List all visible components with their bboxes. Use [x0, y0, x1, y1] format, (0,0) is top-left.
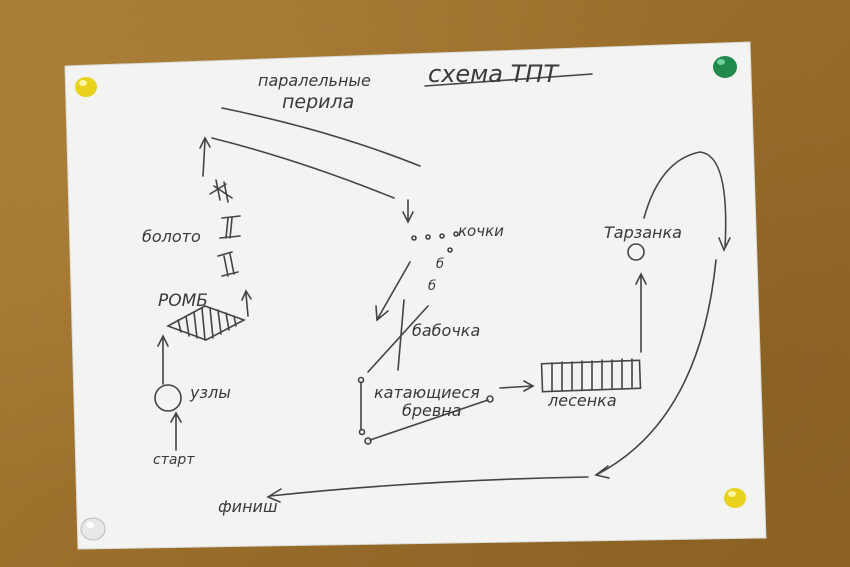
rhombus-to-swamp-arrow [241, 289, 252, 317]
swamp-mark-2 [219, 215, 241, 239]
knots-to-rhombus-arrow [157, 334, 169, 385]
tarzanka-label: Тарзанка [604, 223, 682, 242]
rhombus-shape [166, 305, 246, 341]
logs-end-left [364, 437, 372, 445]
start-label: старт [153, 452, 195, 468]
rhombus-hatching [177, 307, 237, 341]
knots-label: узлы [189, 383, 231, 402]
tarzanka-loop-arrow [643, 151, 731, 252]
logs-end-right [486, 395, 494, 403]
bump-1 [411, 235, 417, 241]
butterfly-line-2 [367, 305, 429, 373]
parallel-label-2: перила [282, 91, 354, 113]
logs-left-bottom [358, 428, 366, 436]
ladder-to-tarzanka-arrow [635, 272, 647, 353]
logs-label-2: бревна [402, 401, 462, 420]
parallel-rail-bottom [211, 137, 395, 199]
bump-b1-label: б [436, 257, 444, 272]
start-arrow [170, 411, 182, 451]
swamp-mark-3 [217, 251, 239, 277]
pin-bottom-right [724, 488, 746, 508]
finish-arrow [266, 476, 589, 503]
pin-bottom-left [80, 517, 106, 541]
title-underline [424, 73, 593, 87]
rails-to-bumps-arrow [402, 199, 414, 224]
logs-diagonal [369, 399, 489, 441]
bumps-label: кочки [458, 222, 504, 240]
bump-4 [453, 231, 459, 237]
pin-top-left [75, 77, 97, 97]
bumps-to-butterfly-arrow [375, 261, 411, 322]
swamp-label: болото [142, 227, 201, 246]
knots-circle [154, 384, 182, 412]
parallel-rail-top [221, 107, 421, 167]
scheme-title: схема ТПТ [428, 60, 560, 88]
butterfly-label: бабочка [412, 321, 480, 340]
paper-sheet [64, 41, 767, 550]
swamp-mark-1 [209, 179, 233, 203]
logs-to-ladder-arrow [499, 380, 535, 392]
ladder-label: лесенка [547, 391, 617, 410]
ladder-rungs [551, 358, 633, 392]
rhombus-label: РОМБ [158, 291, 208, 311]
bump-3 [439, 233, 445, 239]
return-arrow [594, 259, 717, 479]
pin-top-right [713, 56, 737, 78]
bump-5 [447, 247, 453, 253]
bump-b2-label: б [428, 279, 436, 294]
finish-label: финиш [218, 497, 278, 516]
swamp-to-rails-arrow [199, 136, 211, 177]
bump-2 [425, 234, 431, 240]
parallel-label-1: паралельные [258, 71, 371, 90]
tarzanka-circle [627, 243, 645, 261]
ladder-rect [540, 359, 642, 393]
logs-label-1: катающиеся [374, 383, 480, 402]
logs-left-top [357, 376, 365, 384]
